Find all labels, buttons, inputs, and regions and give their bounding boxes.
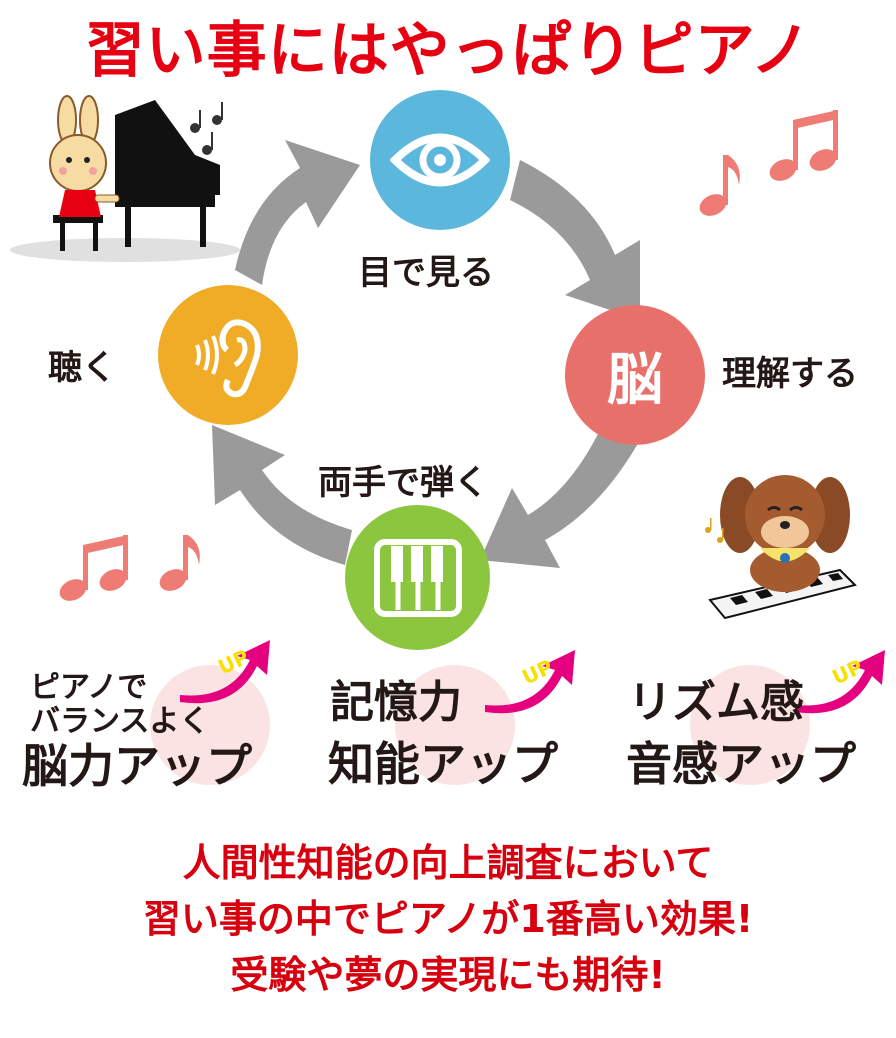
bottom-line-1: 人間性知能の向上調査において <box>182 841 714 885</box>
eye-icon <box>390 133 490 187</box>
see-circle <box>370 90 510 230</box>
benefit-2-line-1: 記憶力 <box>330 677 462 728</box>
play-circle <box>345 505 490 650</box>
up-arrow-badge <box>485 650 575 714</box>
music-note-icon <box>190 102 223 155</box>
music-note-icon <box>699 110 838 216</box>
benefit-3-line-2: 音感アップ <box>626 737 856 791</box>
up-arrow-badge <box>180 640 270 704</box>
benefit-3-line-1: リズム感 <box>628 677 804 728</box>
benefit-bubble <box>690 665 810 785</box>
page-title: 習い事にはやっぱりピアノ <box>84 16 812 86</box>
puppy-piano-illustration <box>705 475 857 620</box>
benefit-1-line-3: 脳力アップ <box>22 739 252 793</box>
benefit-1-line-1: ピアノで <box>30 670 148 705</box>
brain-symbol: 脳 <box>607 347 663 413</box>
up-arrow-badge <box>795 650 885 714</box>
piano-keys-icon <box>373 538 462 617</box>
arrow-listen-to-see <box>235 140 360 285</box>
arrow-see-to-understand <box>510 160 640 320</box>
benefit-2-line-2: 知能アップ <box>328 737 558 791</box>
benefit-1-line-2: バランスよく <box>30 704 210 739</box>
benefit-bubble <box>395 665 515 785</box>
ear-icon <box>195 319 261 398</box>
bottom-line-2: 習い事の中でピアノが1番高い効果! <box>142 897 754 941</box>
rabbit-pianist-illustration <box>10 95 240 262</box>
label-understand: 理解する <box>722 354 858 394</box>
label-listen: 聴く <box>48 348 116 388</box>
listen-circle <box>158 285 298 425</box>
benefit-bubble <box>150 665 270 785</box>
bottom-line-3: 受験や夢の実現にも期待! <box>230 953 666 997</box>
label-see: 目で見る <box>358 253 494 293</box>
understand-circle: 脳 <box>565 305 705 445</box>
label-play: 両手で弾く <box>318 463 488 503</box>
arrow-understand-to-play <box>480 430 640 568</box>
arrow-play-to-listen <box>212 425 352 565</box>
music-note-icon <box>59 535 200 601</box>
